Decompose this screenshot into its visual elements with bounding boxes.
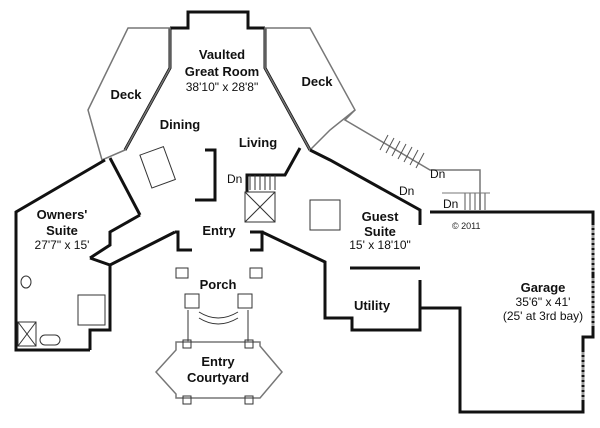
courtyard-posts: [182, 339, 254, 405]
room-size-guest: 15' x 18'10": [349, 238, 411, 252]
deck-left: [87, 27, 171, 162]
room-label-owners-line1: Owners': [37, 207, 88, 222]
room-size-great-room: 38'10" x 28'8": [186, 80, 259, 94]
room-label-living: Living: [239, 135, 277, 150]
room-note-garage: (25' at 3rd bay): [503, 309, 583, 323]
room-label-guest-line1: Guest: [362, 209, 400, 224]
copyright-text: © 2011: [452, 221, 481, 231]
room-label-owners-line2: Suite: [46, 223, 78, 238]
owners-bath-fixtures: [17, 275, 106, 347]
room-label-deck-left: Deck: [110, 87, 142, 102]
room-label-courtyard-line1: Entry: [201, 354, 235, 369]
courtyard-outline: [154, 341, 283, 399]
room-label-dining: Dining: [160, 117, 200, 132]
room-label-entry: Entry: [202, 223, 236, 238]
room-label-utility: Utility: [354, 298, 391, 313]
room-size-owners: 27'7" x 15': [35, 238, 90, 252]
room-label-porch: Porch: [200, 277, 237, 292]
stair-treads-upper: [379, 134, 425, 169]
interior-walls: [139, 145, 422, 332]
owners-suite-walls: [14, 157, 176, 352]
room-label-courtyard-line2: Courtyard: [187, 370, 249, 385]
room-label-guest-line2: Suite: [364, 224, 396, 239]
stair-label-dn-1: Dn: [227, 172, 242, 186]
stair-treads-lower: [442, 192, 490, 210]
deck-right: [264, 27, 356, 152]
porch-structure: [175, 267, 263, 342]
room-size-garage: 35'6" x 41': [516, 295, 571, 309]
stair-label-dn-2: Dn: [430, 167, 445, 181]
room-label-deck-right: Deck: [301, 74, 333, 89]
stair-label-dn-4: Dn: [443, 197, 458, 211]
interior-stair: [249, 175, 276, 190]
room-label-garage: Garage: [521, 280, 566, 295]
stair-label-dn-3: Dn: [399, 184, 414, 198]
room-label-great-room-line1: Vaulted: [199, 47, 245, 62]
room-label-great-room-line2: Great Room: [185, 64, 259, 79]
deck-stair-rail: [343, 109, 481, 210]
